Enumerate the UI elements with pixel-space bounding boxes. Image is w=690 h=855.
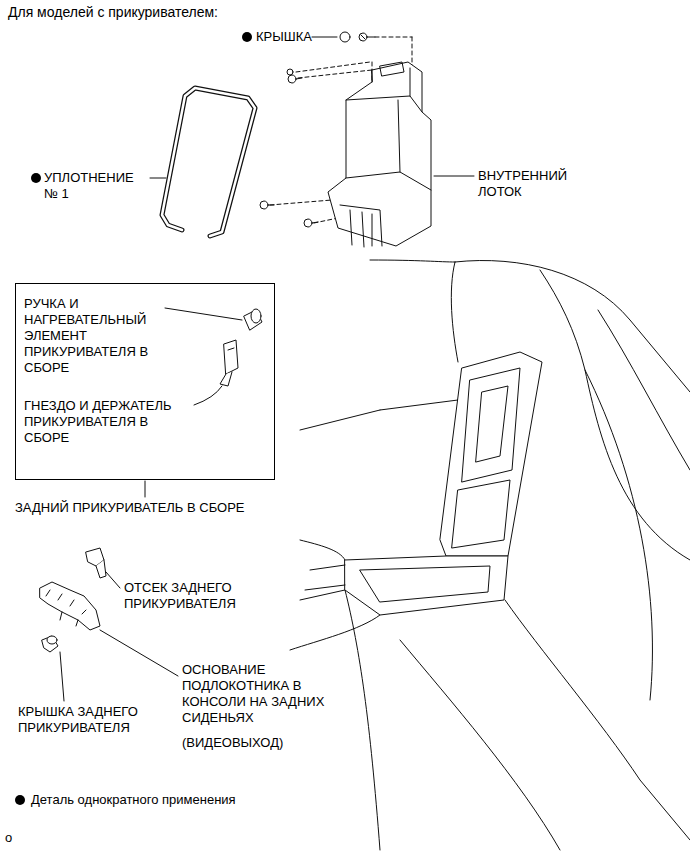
- inner-tray: [328, 62, 431, 247]
- lighter-cap: [42, 636, 58, 652]
- part-name: ГНЕЗДО И ДЕРЖАТЕЛЬ ПРИКУРИВАТЕЛЯ В СБОРЕ: [24, 398, 194, 446]
- cap-part: [340, 32, 350, 42]
- legend-text: Деталь однократного применения: [31, 792, 236, 808]
- lighter-socket: [220, 340, 238, 386]
- leader-line: [106, 572, 120, 588]
- part-label: ЗАДНИЙ ПРИКУРИВАТЕЛЬ В СБОРЕ: [15, 500, 245, 516]
- bullet-symbol: [31, 173, 41, 183]
- bullet-symbol: [242, 32, 252, 42]
- part-label: УПЛОТНЕНИЕ № 1: [44, 170, 149, 202]
- leader-line: [312, 37, 337, 38]
- leader-line: [165, 308, 242, 320]
- rear-seat-illustration: [290, 260, 690, 850]
- lighter-compartment: [86, 548, 106, 578]
- lighter-knob: [244, 309, 262, 330]
- leader-line: [194, 386, 222, 405]
- leader-line: [434, 176, 474, 177]
- screw-symbol: [359, 33, 375, 41]
- seal-part: [162, 88, 255, 236]
- part-label: КРЫШКА: [256, 29, 312, 45]
- leader-line: [100, 630, 178, 676]
- leader-line: [150, 178, 166, 179]
- leader-line: [60, 652, 64, 701]
- legend-bullet: [15, 795, 25, 805]
- leader-line: [145, 481, 146, 497]
- legend-entry: Деталь однократного применения: [15, 792, 236, 808]
- part-label: o: [5, 830, 12, 846]
- part-label: ОСНОВАНИЕ ПОДЛОКОТНИКА В КОНСОЛИ НА ЗАДН…: [182, 662, 342, 726]
- part-name: РУЧКА И НАГРЕВАТЕЛЬНЫЙ ЭЛЕМЕНТ ПРИКУРИВА…: [24, 296, 159, 376]
- parts-group-box: РУЧКА И НАГРЕВАТЕЛЬНЫЙ ЭЛЕМЕНТ ПРИКУРИВА…: [15, 283, 275, 480]
- screw-symbol: [260, 69, 318, 227]
- part-label: КРЫШКА ЗАДНЕГО ПРИКУРИВАТЕЛЯ: [18, 704, 140, 736]
- title: Для моделей с прикуривателем:: [8, 4, 218, 20]
- part-label: ОТСЕК ЗАДНЕГО ПРИКУРИВАТЕЛЯ: [124, 580, 264, 612]
- armrest-base: [40, 582, 100, 630]
- part-label: (ВИДЕОВЫХОД): [182, 735, 283, 751]
- part-label: ВНУТРЕННИЙ ЛОТОК: [478, 168, 588, 200]
